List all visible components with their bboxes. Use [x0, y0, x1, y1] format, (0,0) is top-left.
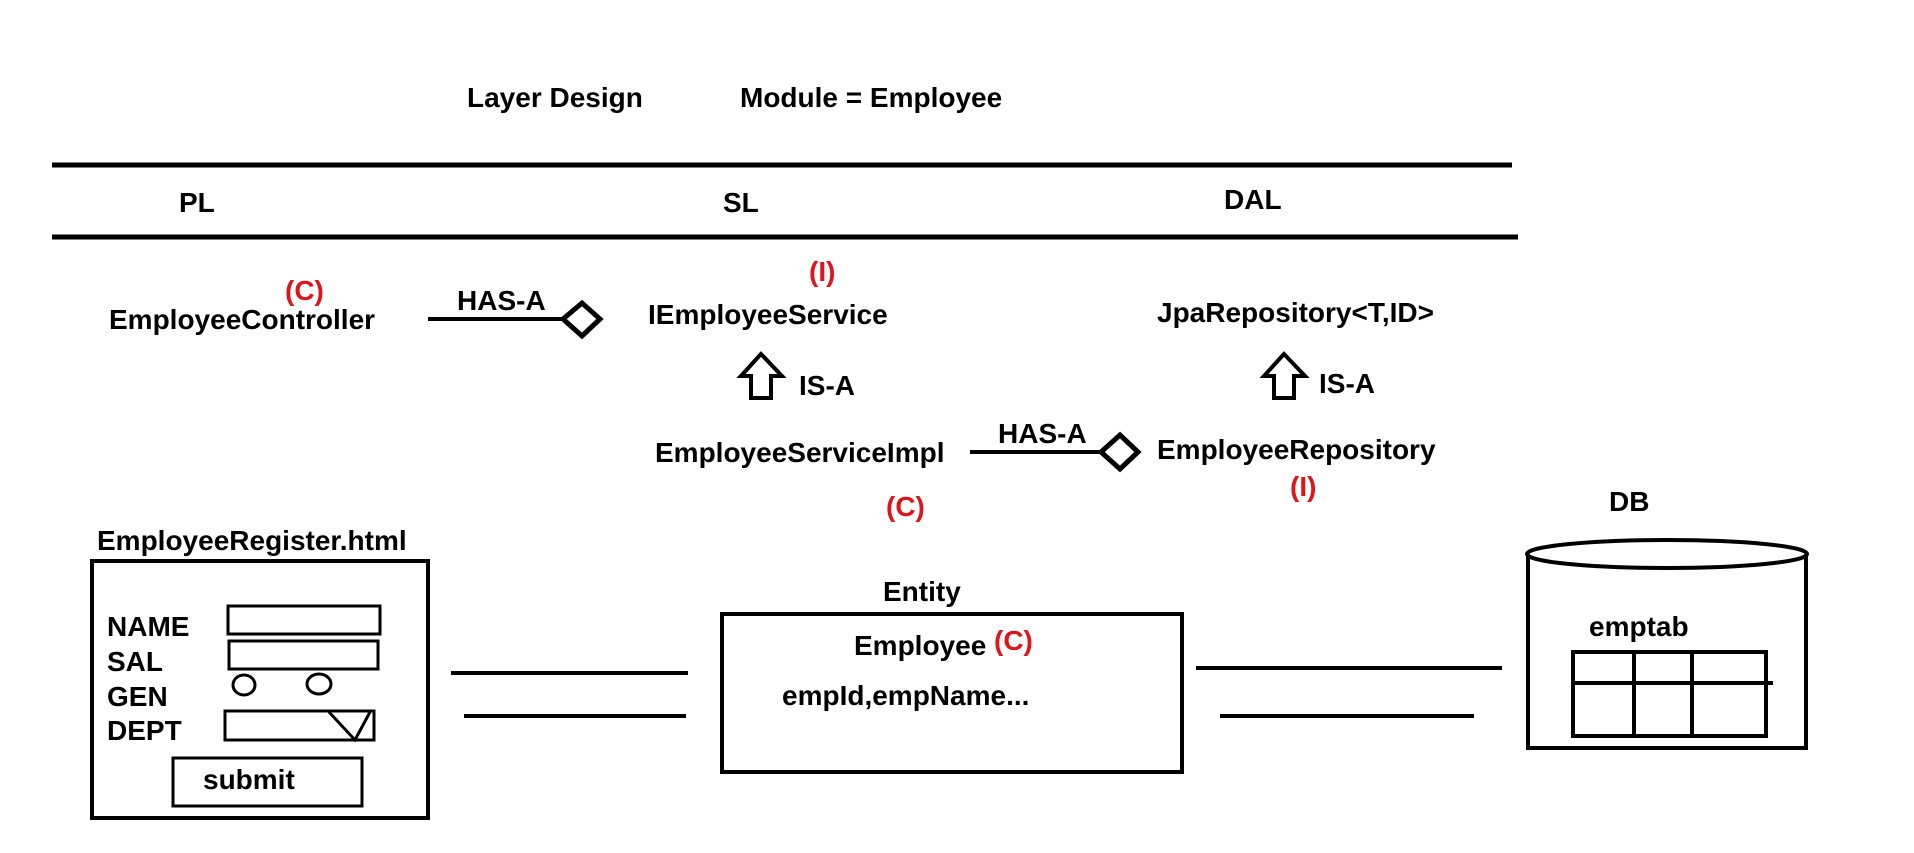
entity-fields: empId,empName... [782, 680, 1030, 711]
db-label: DB [1609, 486, 1650, 517]
module-label: Module = Employee [740, 82, 1003, 113]
layer-dal-label: DAL [1224, 184, 1282, 215]
entity-box [720, 612, 1184, 774]
layer-sl-label: SL [723, 187, 759, 218]
entity-class: Employee [854, 630, 987, 661]
entity-class-tag: (C) [994, 625, 1033, 656]
service-interface-tag: (I) [809, 256, 836, 287]
service-impl-class: EmployeeServiceImpl [655, 437, 945, 468]
form-title: EmployeeRegister.html [97, 525, 407, 556]
gen-radio-2 [305, 672, 333, 696]
diagram-title: Layer Design [467, 82, 643, 113]
dept-dropdown-icon [327, 710, 372, 743]
is-a-label-service: IS-A [799, 370, 855, 401]
emptab-grid [1571, 650, 1768, 738]
form-field-dept: DEPT [107, 715, 182, 746]
service-interface-class: IEmployeeService [648, 299, 888, 330]
layer-pl-label: PL [179, 187, 215, 218]
service-impl-tag: (C) [886, 491, 925, 522]
entity-heading: Entity [883, 576, 961, 607]
repository-tag: (I) [1290, 471, 1317, 502]
gen-radio-1 [231, 673, 257, 697]
aggregation-diamond-impl [1097, 431, 1142, 473]
db-cylinder-top [1525, 538, 1809, 570]
is-a-label-repository: IS-A [1319, 368, 1375, 399]
db-table-label: emptab [1589, 611, 1689, 642]
jpa-repository-class: JpaRepository<T,ID> [1157, 297, 1434, 328]
repository-class: EmployeeRepository [1157, 434, 1436, 465]
name-input [226, 604, 382, 636]
is-a-arrow-repository [1259, 351, 1310, 400]
controller-class: EmployeeController [109, 304, 376, 335]
form-field-name: NAME [107, 611, 190, 642]
form-field-sal: SAL [107, 646, 163, 677]
submit-button-box [171, 756, 364, 808]
has-a-label-controller: HAS-A [457, 285, 546, 316]
controller-class-tag: (C) [285, 275, 324, 306]
aggregation-diamond-controller [559, 299, 604, 340]
has-a-label-impl: HAS-A [998, 418, 1087, 449]
submit-button-label: submit [203, 764, 295, 795]
is-a-arrow-service [736, 351, 787, 400]
form-field-gen: GEN [107, 681, 168, 712]
sal-input [227, 639, 380, 671]
